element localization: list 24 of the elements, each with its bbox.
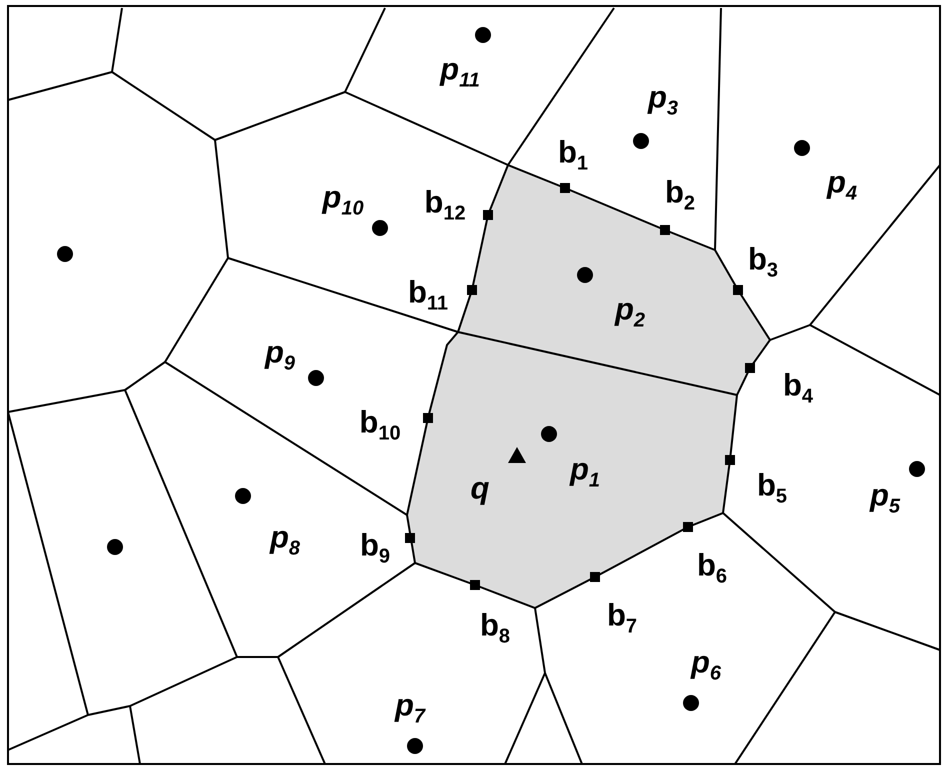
site-label: p$_{8}$ <box>270 521 300 559</box>
query-label: q <box>470 472 490 504</box>
boundary-point-label: b$_{4}$ <box>782 369 814 407</box>
site-label: p$_{7}$ <box>394 689 426 727</box>
boundary-point-label: b$_{12}$ <box>424 186 466 224</box>
site-label: p$_{2}$ <box>614 293 646 331</box>
site-label: p$_{3}$ <box>648 81 678 119</box>
boundary-point-label: b$_{7}$ <box>606 599 638 637</box>
site-label: p$_{11}$ <box>440 53 480 91</box>
boundary-point-label: b$_{2}$ <box>664 176 696 214</box>
boundary-point-label: b$_{1}$ <box>558 136 588 174</box>
boundary-point-label: b$_{9}$ <box>360 529 390 567</box>
site-label: p$_{6}$ <box>690 646 722 684</box>
site-label: p$_{10}$ <box>322 181 364 219</box>
boundary-point-label: b$_{3}$ <box>748 243 778 281</box>
boundary-point-label: b$_{6}$ <box>696 549 728 587</box>
boundary-point-label: b$_{5}$ <box>756 469 788 507</box>
boundary-point-label: b$_{8}$ <box>480 609 510 647</box>
site-label: p$_{9}$ <box>264 336 296 374</box>
boundary-point-label: b$_{11}$ <box>408 276 448 314</box>
site-label: p$_{5}$ <box>870 479 900 517</box>
boundary-point-label: b$_{10}$ <box>359 406 401 444</box>
site-label: p$_{4}$ <box>826 166 858 204</box>
site-label: p$_{1}$ <box>570 453 600 491</box>
